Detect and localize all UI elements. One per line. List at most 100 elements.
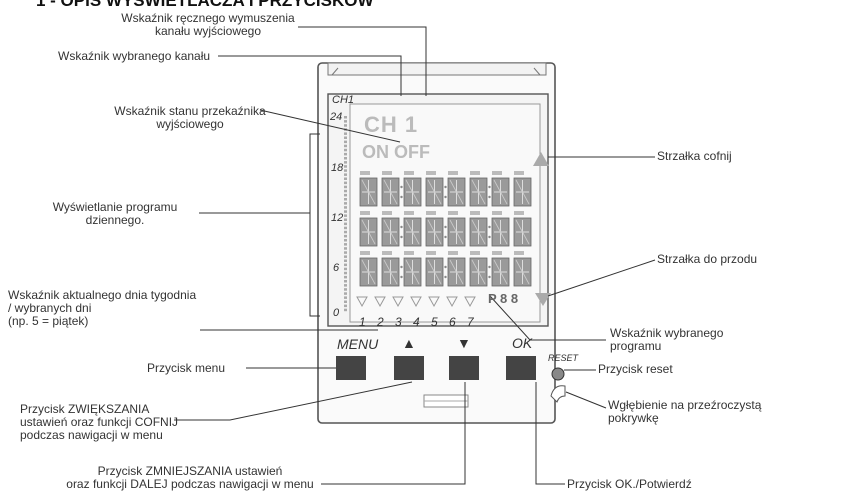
bar-graph-segment — [344, 124, 347, 127]
day-indicator-label: Wskaźnik aktualnego dnia tygodnia/ wybra… — [8, 288, 197, 328]
menu-button[interactable] — [336, 356, 366, 380]
page-title: 1 - OPIS WYŚWIETLACZA I PRZYCISKÓW — [36, 0, 374, 10]
bar-graph-segment — [344, 210, 347, 213]
down-button[interactable] — [449, 356, 479, 380]
day-number: 4 — [413, 315, 420, 329]
day-number: 3 — [395, 315, 402, 329]
ok-button-desc: Przycisk OK./Potwierdź — [567, 477, 692, 491]
day-number: 6 — [449, 315, 456, 329]
lcd-onoff-text: ON OFF — [362, 142, 430, 162]
channel-label: CH1 — [332, 94, 355, 106]
bar-graph-segment — [344, 140, 347, 144]
bar-graph-segment — [344, 120, 347, 123]
bar-graph-segment — [344, 148, 347, 152]
back-arrow-label: Strzałka cofnij — [657, 149, 732, 163]
bar-graph-segment — [344, 234, 347, 238]
lcd-program-text: P 8 8 — [488, 291, 519, 306]
bar-graph-segment — [344, 177, 347, 180]
bar-graph-segment — [344, 271, 347, 275]
reset-button-label: RESET — [548, 353, 579, 363]
ok-button-label: OK — [512, 335, 533, 351]
scale-12: 12 — [331, 212, 344, 224]
bar-graph-segment — [344, 161, 347, 164]
down-button-label: ▼ — [457, 335, 471, 351]
scale-0: 0 — [333, 307, 340, 319]
bar-graph-segment — [344, 173, 347, 176]
day-number: 7 — [467, 315, 474, 329]
bar-graph-segment — [344, 132, 347, 135]
ok-button[interactable] — [506, 356, 536, 380]
digit-grid — [359, 171, 532, 287]
bar-graph-segment — [344, 165, 347, 168]
day-triangle-icon — [446, 296, 458, 308]
daily-bracket — [309, 133, 320, 317]
bar-graph-segment — [344, 304, 347, 308]
scale-6: 6 — [333, 262, 340, 274]
day-indicators — [356, 296, 476, 308]
bar-graph-segment — [344, 189, 347, 193]
bar-graph-segment — [344, 206, 347, 209]
forward-arrow-label: Strzałka do przodu — [657, 252, 758, 266]
day-number: 1 — [359, 315, 366, 329]
forward-arrow-icon — [535, 293, 551, 306]
reset-button-desc: Przycisk reset — [598, 362, 673, 376]
bar-graph-segment — [344, 144, 347, 148]
bar-graph-segment — [344, 247, 347, 250]
bar-graph-segment — [344, 157, 347, 160]
bar-graph-segment — [344, 239, 347, 242]
bar-graph-segment — [344, 222, 347, 226]
back-arrow-icon — [533, 152, 549, 166]
bar-graph-segment — [344, 116, 347, 119]
bar-graph-segment — [344, 169, 347, 172]
bar-graph-segment — [344, 202, 347, 205]
bar-graph-segment — [344, 280, 347, 283]
bar-graph-segment — [344, 198, 347, 201]
bar-graph-segment — [344, 308, 347, 312]
cover-recess — [550, 385, 566, 403]
up-button-label: ▲ — [402, 335, 416, 351]
reset-button[interactable] — [551, 367, 565, 381]
day-number: 5 — [431, 315, 438, 329]
bar-graph-segment — [344, 214, 347, 217]
bar-graph-segment — [344, 230, 347, 234]
cover-hinge — [327, 62, 547, 76]
bar-graph-segment — [344, 300, 347, 303]
bar-graph-segment — [344, 259, 347, 262]
up-button[interactable] — [394, 356, 424, 380]
bar-graph-segment — [344, 255, 347, 258]
bar-graph-segment — [344, 226, 347, 230]
day-triangle-icon — [356, 296, 368, 308]
bar-graph-segment — [344, 193, 347, 197]
day-triangle-icon — [392, 296, 404, 308]
day-triangle-icon — [428, 296, 440, 308]
channel-indicator-label: Wskaźnik wybranego kanału — [58, 49, 211, 63]
bar-graph-segment — [344, 136, 347, 139]
menu-button-label: MENU — [337, 336, 379, 352]
bar-graph-segment — [344, 251, 347, 254]
bar-graph-segment — [344, 275, 347, 279]
bar-graph-segment — [344, 218, 347, 221]
bar-graph-segment — [344, 296, 347, 299]
bar-graph-segment — [344, 267, 347, 271]
scale-24: 24 — [330, 111, 343, 123]
menu-button-desc: Przycisk menu — [147, 361, 226, 375]
day-triangle-icon — [410, 296, 422, 308]
bar-graph-segment — [344, 292, 347, 295]
scale-18: 18 — [331, 162, 344, 174]
lcd-channel-text: CH 1 — [364, 112, 419, 137]
bar-graph-segment — [344, 284, 347, 287]
day-triangle-icon — [374, 296, 386, 308]
bar-graph-segment — [344, 152, 347, 156]
bar-graph-segment — [344, 181, 347, 185]
bar-graph-segment — [344, 243, 347, 246]
day-number: 2 — [377, 315, 384, 329]
day-triangle-icon — [464, 296, 476, 308]
bar-graph-segment — [344, 263, 347, 267]
